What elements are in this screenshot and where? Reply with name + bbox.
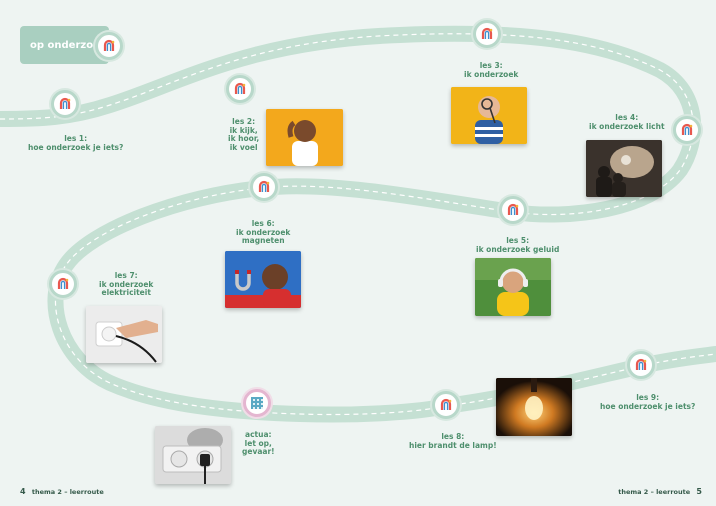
light-bulb-illustration: [496, 378, 572, 436]
les6-label-line: les 6:: [251, 219, 275, 228]
footer-right-text: thema 2 – leerroute: [618, 488, 691, 496]
les9-label-line: les 9:: [636, 393, 660, 402]
actua-label-line: let op,: [244, 438, 272, 448]
les7-label: les 7: ik onderzoek elektriciteit: [99, 271, 154, 298]
actua-label-line: gevaar!: [242, 447, 275, 456]
les3-magnet-icon[interactable]: [473, 20, 501, 48]
les6-label: les 6: ik onderzoek magneten: [236, 219, 291, 246]
les4-magnet-icon[interactable]: [673, 116, 701, 144]
title-magnet-icon: [95, 32, 123, 60]
les9-label-line: hoe onderzoek je iets?: [600, 401, 696, 411]
les7-photo-plug-socket[interactable]: [86, 306, 162, 363]
les7-label-line: les 7:: [114, 271, 138, 280]
burning-socket-illustration: [155, 426, 231, 484]
page-number-left: 4: [20, 487, 26, 496]
shadow-play-illustration: [586, 140, 662, 197]
qr-code-icon: [251, 397, 263, 409]
les2-photo-boy-listening[interactable]: [266, 109, 343, 166]
boy-magnifier-illustration: [451, 87, 527, 144]
les4-label: les 4: ik onderzoek licht: [589, 113, 665, 131]
les8-photo-light-bulb[interactable]: [496, 378, 572, 436]
les8-label-line: les 8:: [441, 432, 465, 441]
les2-label: les 2: ik kijk, ik hoor, ik voel: [228, 117, 260, 152]
les3-label: les 3: ik onderzoek: [464, 61, 519, 79]
les1-label: les 1: hoe onderzoek je iets?: [28, 134, 124, 152]
les3-label-line: les 3:: [479, 61, 503, 70]
les2-label-line: ik hoor,: [228, 134, 260, 143]
les6-label-line: ik onderzoek: [236, 227, 291, 237]
les5-magnet-icon[interactable]: [499, 196, 527, 224]
actua-qr-code-icon[interactable]: [243, 389, 271, 417]
les1-label-line: les 1:: [64, 134, 88, 143]
les7-label-line: elektriciteit: [101, 288, 151, 297]
les5-label-line: ik onderzoek geluid: [476, 244, 560, 254]
les8-magnet-icon[interactable]: [432, 391, 460, 419]
les1-magnet-icon[interactable]: [51, 90, 79, 118]
plug-socket-illustration: [86, 306, 162, 363]
boy-illustration: [266, 109, 343, 166]
boy-magnet-illustration: [225, 251, 301, 308]
les6-photo-boy-magnet[interactable]: [225, 251, 301, 308]
theme-title-text: op onderzoek: [30, 39, 107, 51]
les8-label-line: hier brandt de lamp!: [409, 440, 497, 450]
les7-label-line: ik onderzoek: [99, 279, 154, 289]
les6-label-line: magneten: [241, 236, 285, 245]
les8-label: les 8: hier brandt de lamp!: [409, 432, 497, 450]
les5-label-line: les 5:: [506, 236, 530, 245]
theme-title: op onderzoek: [20, 26, 109, 64]
les5-photo-girl-headphones[interactable]: [475, 258, 551, 316]
les3-photo-boy-magnifier[interactable]: [451, 87, 527, 144]
footer-left: 4 thema 2 – leerroute: [16, 487, 104, 496]
les3-label-line: ik onderzoek: [464, 69, 519, 79]
les2-label-line: les 2:: [232, 117, 256, 126]
les5-label: les 5: ik onderzoek geluid: [476, 236, 560, 254]
actua-photo-burning-socket[interactable]: [155, 426, 231, 484]
girl-headphones-illustration: [475, 258, 551, 316]
footer-left-text: thema 2 – leerroute: [31, 488, 104, 496]
actua-label-line: actua:: [245, 430, 272, 439]
page-number-right: 5: [696, 487, 702, 496]
les6-magnet-icon[interactable]: [250, 173, 278, 201]
les4-label-line: ik onderzoek licht: [589, 121, 665, 131]
les7-magnet-icon[interactable]: [49, 270, 77, 298]
les9-label: les 9: hoe onderzoek je iets?: [600, 393, 696, 411]
actua-label: actua: let op, gevaar!: [242, 430, 275, 457]
les2-label-line: ik voel: [229, 142, 258, 152]
les2-label-line: ik kijk,: [229, 125, 258, 135]
les9-magnet-icon[interactable]: [627, 351, 655, 379]
footer-right: thema 2 – leerroute 5: [618, 487, 706, 496]
les4-label-line: les 4:: [615, 113, 639, 122]
les4-photo-shadow-play[interactable]: [586, 140, 662, 197]
les2-magnet-icon[interactable]: [226, 75, 254, 103]
les1-label-line: hoe onderzoek je iets?: [28, 142, 124, 152]
